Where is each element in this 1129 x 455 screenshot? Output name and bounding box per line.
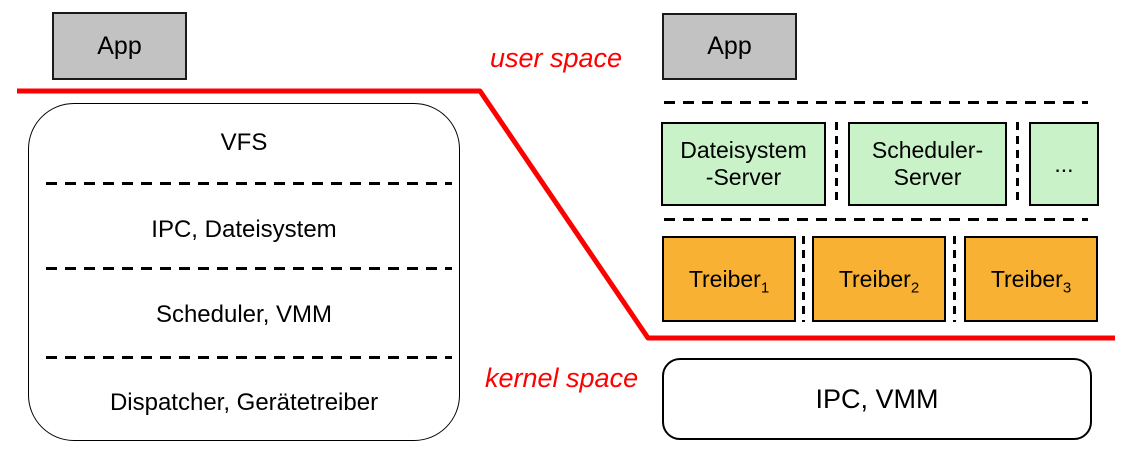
monolithic-layer-scheduler-vmm: Scheduler, VMM	[155, 301, 333, 328]
driver-separator-1	[802, 236, 805, 322]
monolithic-app-box: App	[52, 12, 187, 80]
user-space-label: user space	[490, 43, 623, 73]
driver-separator-2	[953, 236, 956, 322]
monolithic-separator-1	[46, 182, 452, 185]
monolithic-separator-2	[46, 267, 452, 270]
microkernel-kernel-label: IPC, VMM	[815, 383, 939, 414]
driver-3-subscript: 3	[1062, 279, 1072, 297]
driver-box-2: Treiber2	[812, 236, 946, 322]
driver-2-label: Treiber2	[838, 265, 920, 297]
microkernel-dashed-line-middle	[664, 218, 1088, 221]
server-box-more: ...	[1029, 122, 1099, 206]
server-separator-2	[1016, 122, 1019, 206]
microkernel-kernel-box: IPC, VMM	[662, 358, 1092, 440]
server-scheduler-line2: Server	[893, 164, 962, 190]
monolithic-layer-dispatcher-geraetetreiber: Dispatcher, Gerätetreiber	[109, 389, 379, 416]
server-dateisystem-line2: -Server	[705, 164, 782, 190]
monolithic-separator-3	[46, 356, 452, 359]
server-more-label: ...	[1054, 150, 1074, 177]
monolithic-layer-ipc-dateisystem: IPC, Dateisystem	[151, 216, 337, 243]
driver-box-3: Treiber3	[964, 236, 1098, 322]
microkernel-dashed-line-top	[664, 101, 1088, 104]
server-dateisystem-line1: Dateisystem	[680, 137, 807, 163]
driver-2-subscript: 2	[910, 279, 920, 297]
server-scheduler-line1: Scheduler-	[871, 137, 984, 163]
server-separator-1	[835, 122, 838, 206]
server-box-scheduler: Scheduler- Server	[848, 122, 1007, 206]
driver-1-subscript: 1	[760, 279, 770, 297]
driver-1-label: Treiber1	[688, 265, 770, 297]
monolithic-app-label: App	[97, 31, 142, 60]
kernel-space-label: kernel space	[485, 363, 639, 393]
microkernel-app-label: App	[707, 32, 752, 60]
driver-box-1: Treiber1	[662, 236, 796, 322]
microkernel-app-box: App	[662, 13, 797, 80]
monolithic-layer-vfs: VFS	[220, 129, 268, 156]
server-box-dateisystem: Dateisystem -Server	[661, 122, 826, 206]
driver-3-label: Treiber3	[990, 265, 1072, 297]
